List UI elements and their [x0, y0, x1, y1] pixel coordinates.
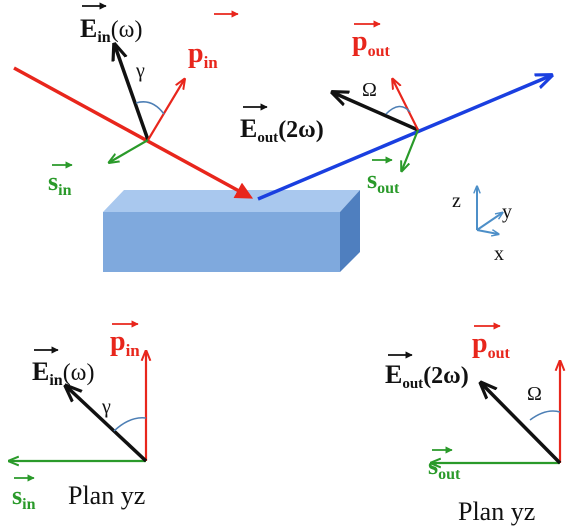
- z-axis-label: z: [452, 190, 461, 212]
- outgoing-beam: [257, 76, 550, 201]
- y-axis-label: y: [502, 201, 512, 223]
- p-in-label-plane: pin: [110, 326, 140, 360]
- s-out-label: sout: [367, 165, 400, 197]
- e-in-vector: [115, 46, 150, 141]
- sample-block-top: [103, 190, 360, 212]
- s-out-vector: [402, 129, 420, 170]
- e-out-label: Eout(2ω): [240, 114, 324, 146]
- e-in-label-plane: Ein(ω): [32, 357, 94, 389]
- p-out-vector: [393, 80, 419, 131]
- p-in-vector: [147, 80, 184, 141]
- right-plane-caption: Plan yz: [458, 497, 535, 526]
- y-axis: [476, 213, 502, 231]
- s-in-label-plane: sin: [12, 481, 36, 513]
- p-in-label: pin: [188, 38, 218, 72]
- p-out-label-plane: pout: [472, 328, 510, 362]
- x-axis: [476, 229, 498, 234]
- x-axis-label: x: [494, 243, 504, 265]
- e-in-vector-plane: [67, 387, 148, 463]
- e-out-vector: [334, 93, 419, 132]
- s-in-label: sin: [48, 167, 72, 199]
- gamma-arc-plane: [113, 417, 147, 432]
- left-plane-caption: Plan yz: [68, 481, 145, 510]
- sample-block-front: [103, 212, 340, 272]
- sample-block: [103, 190, 360, 272]
- e-in-label: Ein(ω): [80, 14, 142, 46]
- left-plane-panel: γ pin Ein(ω) sin Plan yz: [10, 320, 148, 513]
- p-out-label: pout: [352, 26, 390, 60]
- omega-arc-plane: [529, 410, 561, 421]
- gamma-label: γ: [135, 60, 145, 82]
- omega-label-plane: Ω: [527, 383, 542, 405]
- e-out-vector-plane: [482, 384, 562, 465]
- gamma-label-plane: γ: [101, 396, 111, 418]
- s-out-label-plane: sout: [428, 451, 461, 483]
- omega-label: Ω: [362, 79, 377, 101]
- gamma-arc: [135, 101, 165, 115]
- sample-block-side: [340, 190, 360, 272]
- omega-arc: [385, 105, 411, 115]
- s-in-vector: [110, 139, 149, 162]
- incident-beam: [13, 66, 254, 199]
- axes-triad-icon: [477, 187, 502, 234]
- e-out-label-plane: Eout(2ω): [385, 360, 469, 392]
- right-plane-panel: Ω pout Eout(2ω) sout Plan yz: [385, 322, 562, 526]
